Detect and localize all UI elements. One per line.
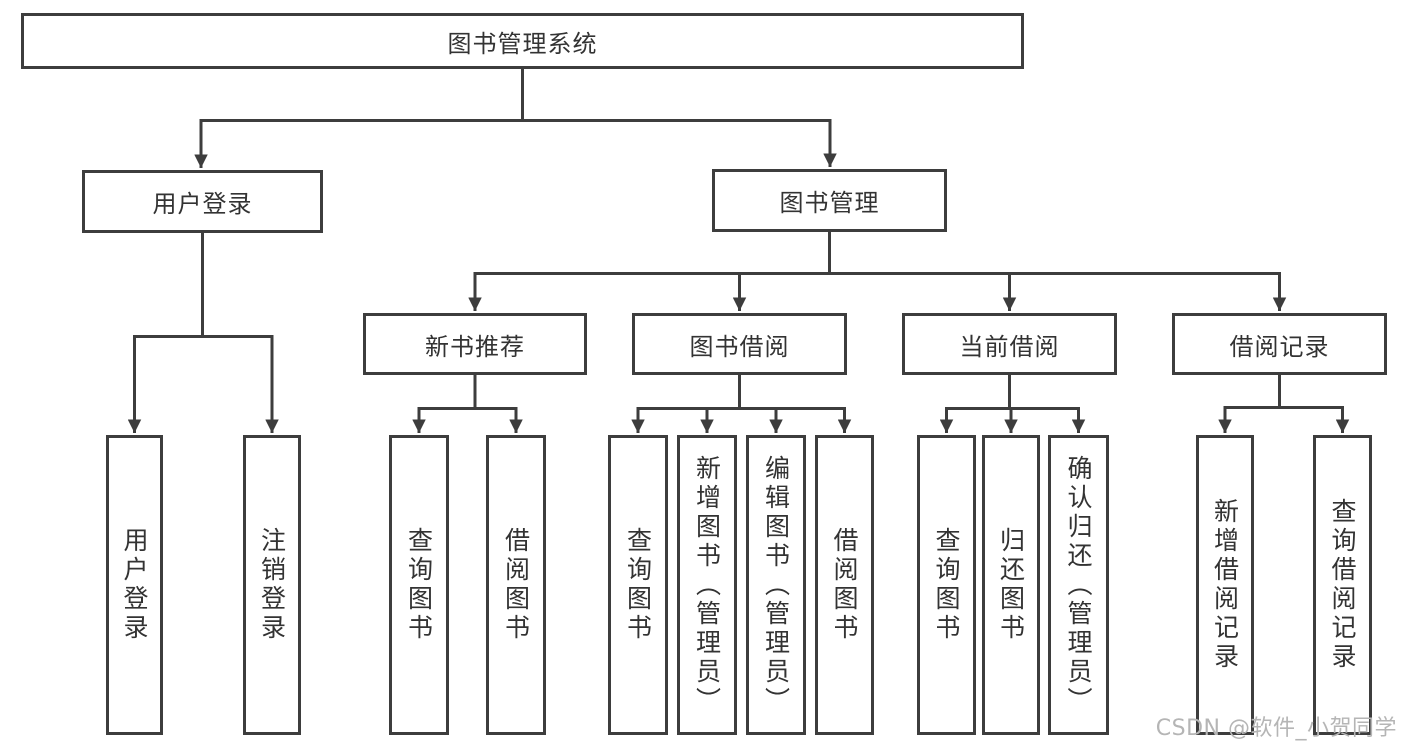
leaf-bb-borrow-books: 借阅图书 (815, 435, 874, 735)
node-user-login: 用户登录 (82, 170, 323, 233)
leaf-bb-edit-books-admin: 编辑图书（管理员） (746, 435, 806, 735)
leaf-user-login: 用户登录 (106, 435, 163, 735)
connector-book-borrow-trunk (638, 375, 845, 410)
leaf-bb-add-books-admin: 新增图书（管理员） (677, 435, 737, 735)
leaf-nb-query-books: 查询图书 (389, 435, 449, 735)
leaf-nb-borrow-books: 借阅图书 (486, 435, 546, 735)
leaf-br-add-borrow-record: 新增借阅记录 (1196, 435, 1254, 735)
connector-new-book-trunk (419, 375, 516, 410)
node-borrow-records: 借阅记录 (1172, 313, 1387, 375)
node-book-management: 图书管理 (712, 169, 947, 232)
connector-user-login-trunk (134, 233, 272, 338)
connector-book-management-trunk (475, 232, 1280, 275)
node-current-borrow: 当前借阅 (902, 313, 1117, 375)
node-library-management-system: 图书管理系统 (21, 13, 1024, 69)
connector-root-trunk (201, 69, 830, 122)
watermark: CSDN @软件_小贺同学 (1155, 716, 1397, 741)
leaf-br-query-borrow-record: 查询借阅记录 (1313, 435, 1372, 735)
leaf-cb-query-books: 查询图书 (917, 435, 976, 735)
leaf-logout-login: 注销登录 (243, 435, 301, 735)
leaf-cb-confirm-return-admin: 确认归还（管理员） (1048, 435, 1109, 735)
node-new-book-recommend: 新书推荐 (363, 313, 587, 375)
leaf-cb-return-books: 归还图书 (982, 435, 1040, 735)
connector-borrow-records-trunk (1225, 375, 1343, 409)
leaf-bb-query-books: 查询图书 (608, 435, 668, 735)
node-book-borrow: 图书借阅 (632, 313, 847, 375)
connector-current-borrow-trunk (946, 375, 1079, 410)
